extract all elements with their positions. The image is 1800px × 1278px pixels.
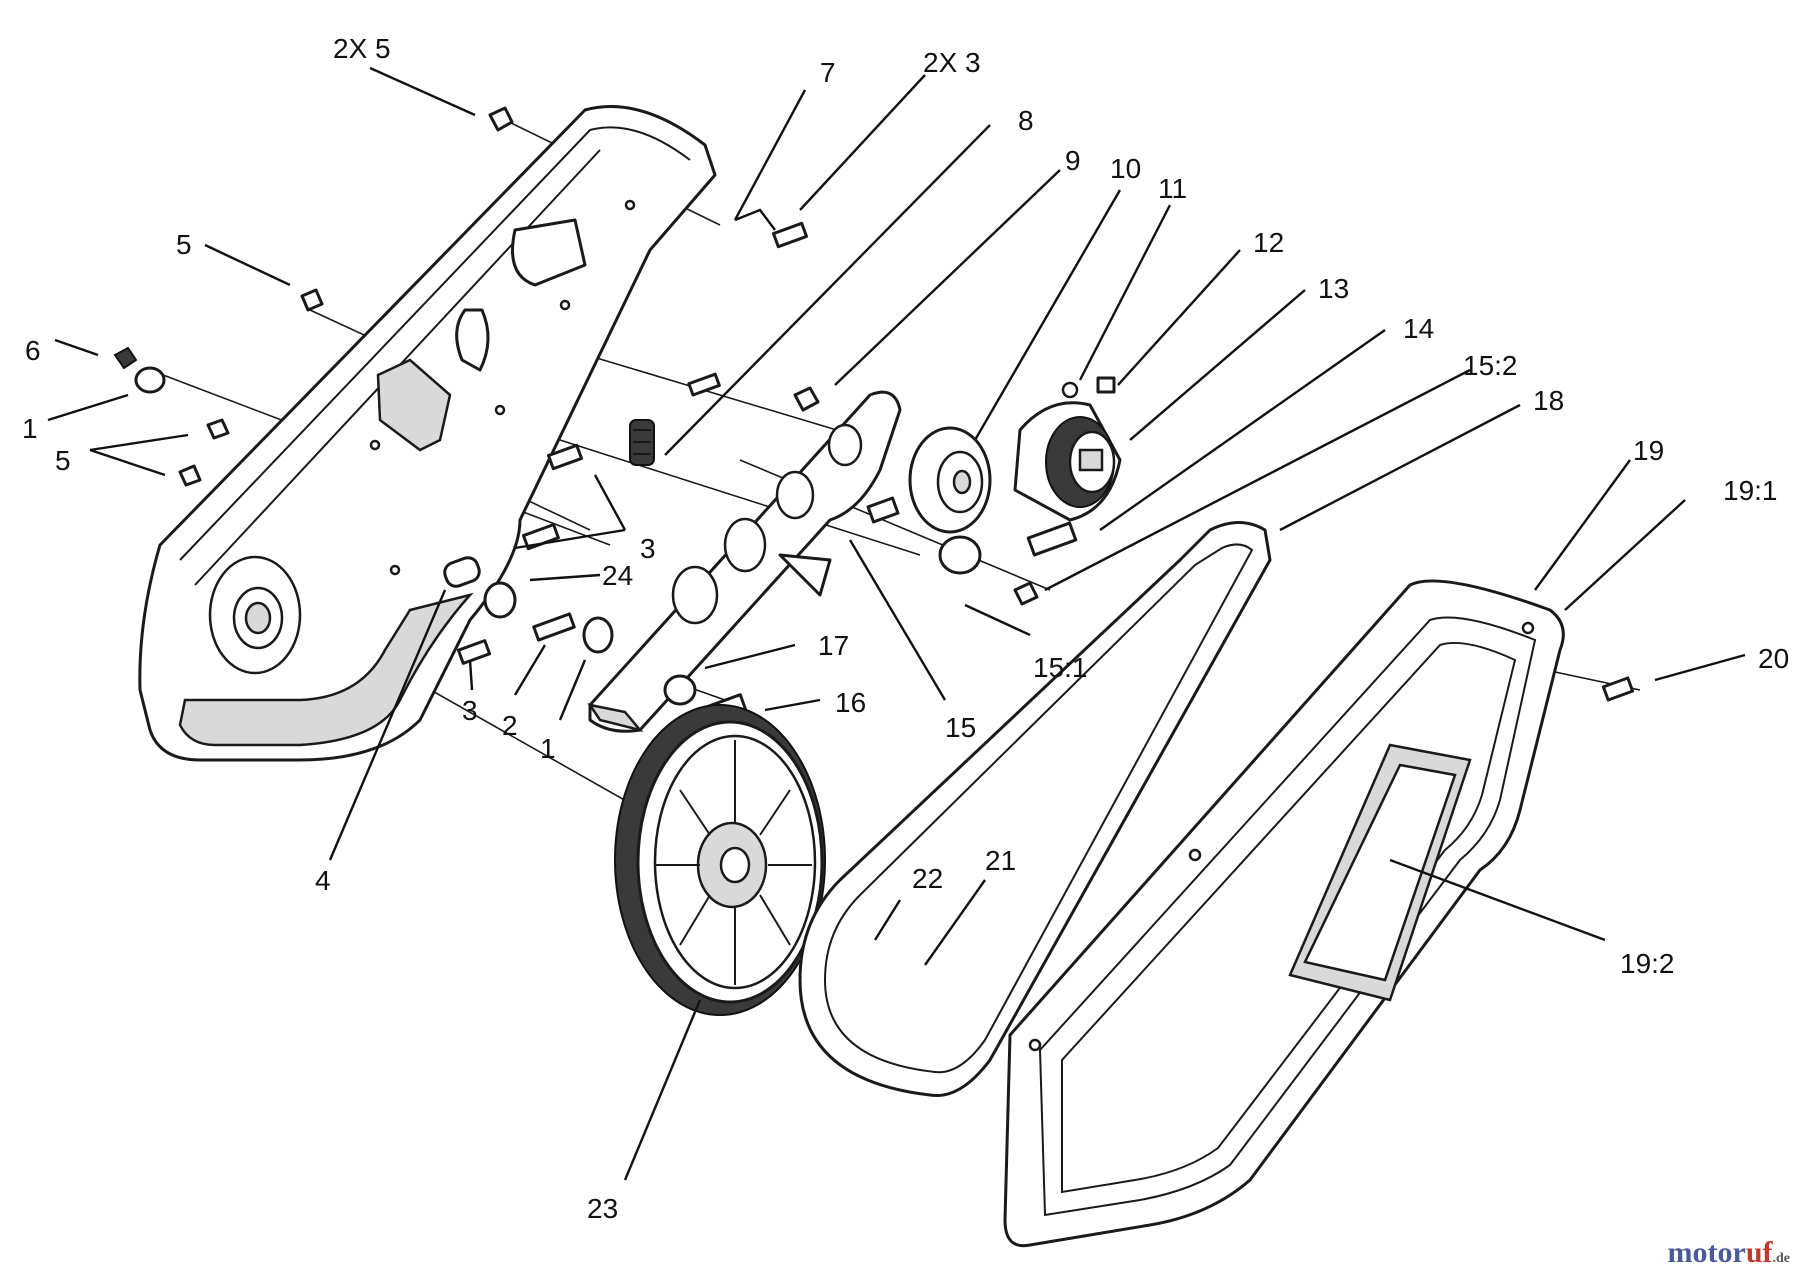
label-16: 16: [835, 687, 866, 718]
label-4: 4: [315, 865, 331, 896]
drive-pulley: [614, 704, 826, 1016]
label-19-2: 19:2: [1620, 948, 1675, 979]
idler-pulley: [908, 426, 992, 534]
label-15: 15: [945, 712, 976, 743]
label-14: 14: [1403, 313, 1434, 344]
leader-lines: [47, 66, 1746, 1181]
label-6: 6: [25, 335, 41, 366]
label-19-1: 19:1: [1723, 475, 1778, 506]
brand-name-accent: uf: [1745, 1236, 1773, 1269]
label-2x3: 2X 3: [923, 47, 981, 78]
label-2x5: 2X 5: [333, 33, 391, 64]
label-24: 24: [602, 560, 633, 591]
label-8: 8: [1018, 105, 1034, 136]
label-15-2: 15:2: [1463, 350, 1518, 381]
label-19: 19: [1633, 435, 1664, 466]
label-7: 7: [820, 57, 836, 88]
brand-suffix: .de: [1772, 1251, 1791, 1266]
label-23: 23: [587, 1193, 618, 1224]
tension-spring: [629, 419, 655, 466]
label-10: 10: [1110, 153, 1141, 184]
clutch-assembly: [1013, 376, 1122, 522]
label-11: 11: [1158, 173, 1187, 204]
label-18: 18: [1533, 385, 1564, 416]
part-labels: 2X 5 7 2X 3 8 9 10 11 12 13 14 15:2 18 1…: [22, 33, 1789, 1224]
label-17: 17: [818, 630, 849, 661]
label-21: 21: [985, 845, 1016, 876]
belt-cover-outer: [1003, 579, 1565, 1248]
label-3a: 3: [640, 533, 656, 564]
label-13: 13: [1318, 273, 1349, 304]
label-9: 9: [1065, 145, 1081, 176]
v-belt: [798, 521, 1272, 1098]
label-5a: 5: [176, 229, 192, 260]
label-2: 2: [502, 710, 518, 741]
idler-arm-bracket: [587, 390, 902, 733]
label-15-1: 15:1: [1033, 652, 1088, 683]
label-12: 12: [1253, 227, 1284, 258]
label-1b: 1: [540, 733, 556, 764]
brand-name-main: motor: [1667, 1236, 1746, 1269]
belt-housing-inner: [138, 105, 717, 762]
brand-watermark: motoruf.de: [1668, 1236, 1790, 1270]
label-1a: 1: [22, 413, 38, 444]
label-20: 20: [1758, 643, 1789, 674]
label-3b: 3: [462, 695, 478, 726]
label-5b: 5: [55, 445, 71, 476]
label-22: 22: [912, 863, 943, 894]
